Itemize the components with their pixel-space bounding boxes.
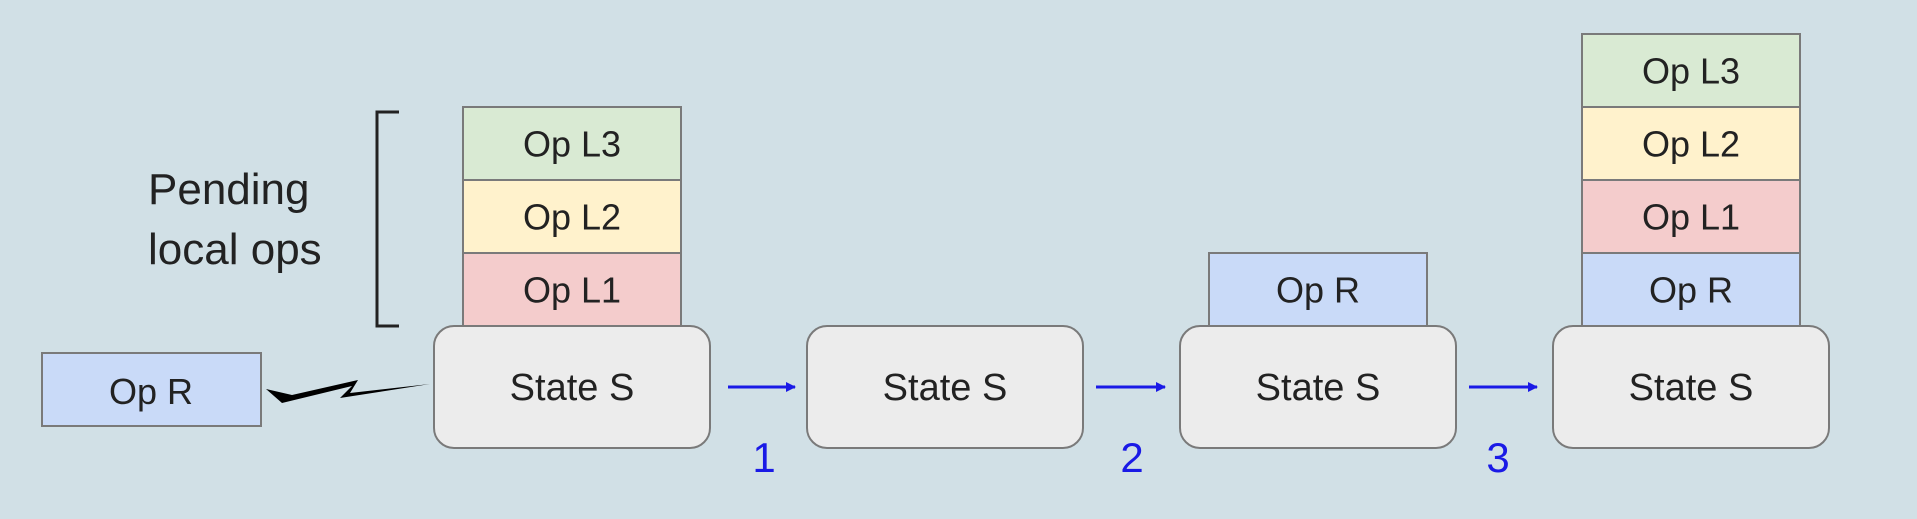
op-label: Op L3	[523, 124, 621, 165]
op-box	[1581, 179, 1801, 254]
step-number-1: 1	[752, 434, 775, 481]
stage-1: Op L1 Op L2 Op L3 State S	[433, 106, 711, 449]
state-box	[433, 325, 711, 449]
op-label: Op R	[1649, 270, 1733, 311]
op-box	[462, 179, 682, 254]
stage-1-op-op-l3: Op L3	[462, 106, 682, 181]
op-box	[1581, 252, 1801, 327]
stage-4-op-op-l2: Op L2	[1581, 106, 1801, 181]
op-box	[1208, 252, 1428, 327]
op-label: Op L2	[1642, 124, 1740, 165]
op-label: Op R	[1276, 270, 1360, 311]
pending-label-line1: Pending	[148, 165, 309, 214]
op-label: Op L1	[523, 270, 621, 311]
stage-4-op-op-l3: Op L3	[1581, 33, 1801, 108]
stage-1-op-op-l2: Op L2	[462, 179, 682, 254]
op-box	[462, 252, 682, 327]
state-label: State S	[1629, 367, 1754, 409]
op-label: Op L2	[523, 197, 621, 238]
state-label: State S	[1256, 367, 1381, 409]
stage-2: State S	[806, 325, 1084, 449]
remote-op-label: Op R	[109, 371, 193, 412]
state-label: State S	[883, 367, 1008, 409]
op-label: Op L1	[1642, 197, 1740, 238]
remote-op-box: Op R	[41, 352, 262, 427]
stage-4-op-op-r: Op R	[1581, 252, 1801, 327]
op-box	[1581, 33, 1801, 108]
state-label: State S	[510, 367, 635, 409]
pending-label-line2: local ops	[148, 225, 322, 274]
op-label: Op L3	[1642, 51, 1740, 92]
stage-3: Op R State S	[1179, 252, 1457, 449]
state-box	[1179, 325, 1457, 449]
pending-bracket	[375, 110, 399, 328]
stage-1-op-op-l1: Op L1	[462, 252, 682, 327]
step-number-2: 2	[1120, 434, 1143, 481]
step-number-3: 3	[1486, 434, 1509, 481]
stage-3-op-op-r: Op R	[1208, 252, 1428, 327]
stage-4-op-op-l1: Op L1	[1581, 179, 1801, 254]
state-box	[1552, 325, 1830, 449]
stage-4: Op R Op L1 Op L2 Op L3 State S	[1552, 33, 1830, 449]
stages-layer: Op L1 Op L2 Op L3 State S State S Op R State S…	[433, 33, 1830, 449]
op-box	[462, 106, 682, 181]
network-bolt-icon	[266, 380, 430, 403]
state-box	[806, 325, 1084, 449]
